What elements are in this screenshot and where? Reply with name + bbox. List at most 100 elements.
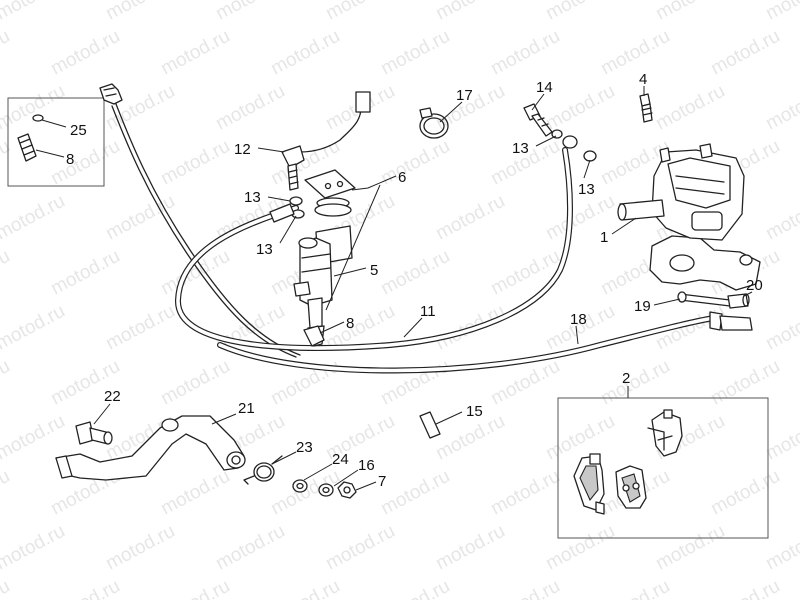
watermark-text: motod.ru (322, 521, 398, 575)
part-boot-8 (303, 325, 325, 347)
callout-8: 8 (346, 315, 354, 332)
callout-4: 4 (639, 71, 647, 88)
watermark-text: motod.ru (0, 466, 14, 520)
watermark-text: motod.ru (0, 246, 14, 300)
callout-6: 6 (398, 169, 406, 186)
callout-8-inset: 8 (66, 151, 74, 168)
part-sensor-connector (99, 83, 123, 105)
callout-21: 21 (238, 400, 255, 417)
watermark-text: motod.ru (157, 246, 233, 300)
watermark-text: motod.ru (267, 136, 343, 190)
part-brake-pads-2 (573, 409, 683, 515)
watermark-text: motod.ru (0, 26, 14, 80)
hose-11 (174, 147, 573, 351)
watermark-text: motod.ru (707, 356, 783, 410)
watermark-text: motod.ru (0, 136, 14, 190)
part-sleeve-15 (419, 411, 441, 439)
watermark-text: motod.ru (432, 191, 508, 245)
callout-13-c: 13 (512, 140, 529, 157)
watermark-text: motod.ru (157, 26, 233, 80)
watermark-text: motod.ru (432, 0, 508, 24)
callout-15: 15 (466, 403, 483, 420)
watermark-text: motod.ru (0, 81, 69, 135)
watermark-text: motod.ru (597, 26, 673, 80)
callout-13-b: 13 (256, 241, 273, 258)
watermark-text: motod.ru (487, 26, 563, 80)
callout-13-a: 13 (244, 189, 261, 206)
watermark-text: motod.ru (0, 521, 69, 575)
watermark-text: motod.ru (267, 576, 343, 600)
callout-22: 22 (104, 388, 121, 405)
watermark-text: motod.ru (157, 136, 233, 190)
watermark-text: motod.ru (47, 576, 123, 600)
callout-1: 1 (600, 229, 608, 246)
part-bushing-20 (727, 293, 750, 309)
watermark-text: motod.ru (652, 0, 728, 24)
watermark-text: motod.ru (212, 521, 288, 575)
watermark-text: motod.ru (377, 26, 453, 80)
watermark-text: motod.ru (597, 356, 673, 410)
callout-24: 24 (332, 451, 349, 468)
watermark-text: motod.ru (157, 466, 233, 520)
part-hose-end-18 (709, 311, 753, 331)
callout-12: 12 (234, 141, 251, 158)
part-master-cylinder-5 (293, 225, 353, 347)
watermark-text: motod.ru (47, 26, 123, 80)
watermark-text: motod.ru (102, 191, 178, 245)
watermark-text: motod.ru (597, 576, 673, 600)
part-brake-caliper-1 (617, 143, 761, 291)
part-washer-16 (318, 483, 334, 497)
watermark-text: motod.ru (542, 411, 618, 465)
watermark-text: motod.ru (267, 26, 343, 80)
part-washer-24 (292, 479, 308, 493)
watermark-text: motod.ru (377, 136, 453, 190)
watermark-text: motod.ru (707, 466, 783, 520)
callout-16: 16 (358, 457, 375, 474)
inset-box-left (7, 97, 105, 187)
callout-7: 7 (378, 473, 386, 490)
watermark-text: motod.ru (102, 0, 178, 24)
watermark-text: motod.ru (102, 521, 178, 575)
watermark-text: motod.ru (762, 81, 800, 135)
watermark-text: motod.ru (377, 576, 453, 600)
watermark-text: motod.ru (487, 576, 563, 600)
part-return-spring-23 (243, 455, 283, 485)
watermark-text: motod.ru (487, 466, 563, 520)
watermark-text: motod.ru (212, 81, 288, 135)
watermark-text: motod.ru (157, 356, 233, 410)
leader-lines (35, 86, 753, 491)
watermark-text: motod.ru (0, 411, 69, 465)
watermark-text: motod.ru (0, 576, 14, 600)
watermark-text: motod.ru (432, 521, 508, 575)
part-banjo-fitting-12 (281, 91, 371, 191)
watermark-text: motod.ru (0, 0, 69, 24)
watermark-text: motod.ru (542, 81, 618, 135)
part-pivot-bolt-22 (75, 421, 113, 445)
watermark-text: motod.ru (652, 521, 728, 575)
part-nut-7 (337, 481, 357, 499)
callout-20: 20 (746, 277, 763, 294)
watermark-text: motod.ru (762, 191, 800, 245)
part-boot-8-inset (17, 133, 37, 162)
watermark-text: motod.ru (652, 81, 728, 135)
watermark-text: motod.ru (0, 301, 69, 355)
callout-5: 5 (370, 262, 378, 279)
watermark-text: motod.ru (377, 246, 453, 300)
inset-box-brake-pads (557, 397, 769, 539)
callout-17: 17 (456, 87, 473, 104)
watermark-text: motod.ru (0, 191, 69, 245)
callout-14: 14 (536, 79, 553, 96)
watermark-text: motod.ru (542, 0, 618, 24)
watermark-text: motod.ru (762, 301, 800, 355)
watermark-text: motod.ru (322, 0, 398, 24)
watermark-text: motod.ru (762, 0, 800, 24)
watermark-text: motod.ru (47, 136, 123, 190)
part-washers-13-right (551, 129, 597, 162)
watermark-text: motod.ru (212, 0, 288, 24)
part-bleed-screw-4 (639, 93, 653, 123)
watermark-text: motod.ru (377, 466, 453, 520)
watermark-text: motod.ru (47, 246, 123, 300)
hose-18 (217, 315, 717, 374)
part-o-ring-25 (32, 114, 44, 122)
watermark-text: motod.ru (102, 301, 178, 355)
